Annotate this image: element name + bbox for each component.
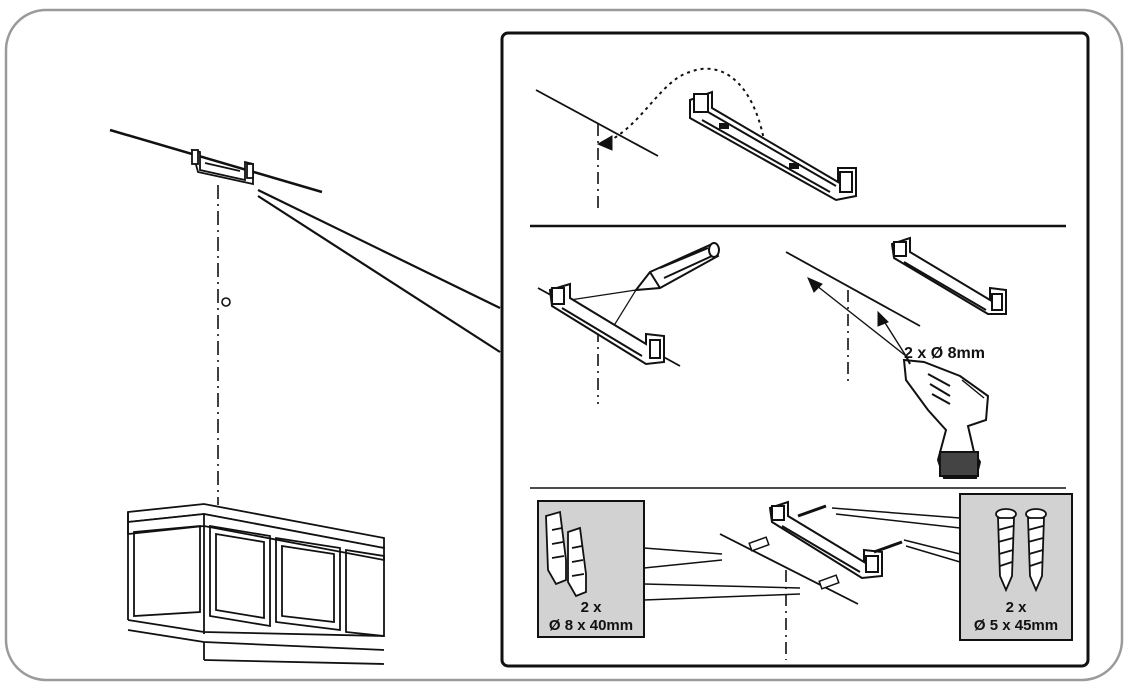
mounting-bracket-icon bbox=[548, 282, 665, 366]
zoom-line-bottom bbox=[257, 195, 501, 353]
power-drill-icon bbox=[902, 355, 990, 479]
screws-size-label: Ø 5 x 45mm bbox=[974, 617, 1058, 634]
mounting-bracket-icon bbox=[890, 236, 1007, 315]
screw-icon bbox=[995, 508, 1047, 593]
plugs-size-label: Ø 8 x 40mm bbox=[549, 617, 633, 634]
mounting-bracket-icon bbox=[768, 500, 883, 580]
cabinet-icon bbox=[127, 503, 385, 665]
step-2-mark-holes bbox=[537, 242, 720, 404]
zoom-line-top bbox=[257, 189, 501, 309]
pencil-icon bbox=[633, 242, 720, 292]
ceiling-line bbox=[109, 128, 323, 194]
mounting-bracket-icon bbox=[190, 148, 254, 186]
screws-count-label: 2 x bbox=[1006, 599, 1028, 616]
screw-icon bbox=[873, 540, 903, 554]
mounting-bracket-icon bbox=[689, 90, 857, 202]
screw-marker-icon bbox=[221, 297, 231, 307]
wall-plug-icon bbox=[748, 536, 770, 552]
ceiling-overview bbox=[109, 128, 501, 665]
plugs-count-label: 2 x bbox=[581, 599, 603, 616]
drill-size-label: 2 x Ø 8mm bbox=[904, 345, 985, 362]
screw-icon bbox=[797, 504, 827, 518]
step-2-drill-holes: 2 x Ø 8mm bbox=[785, 236, 1007, 479]
detail-panel bbox=[500, 31, 1090, 668]
wall-plug-icon bbox=[818, 574, 840, 590]
arrow-head bbox=[596, 135, 613, 151]
step-3-fix-bracket: 2 x Ø 8 x 40mm 2 x Ø 5 x 45mm bbox=[537, 493, 1073, 660]
screws-callout bbox=[959, 493, 1073, 641]
transfer-arrow bbox=[601, 67, 765, 145]
step-1-mark-position bbox=[535, 67, 857, 210]
wall-plug-icon bbox=[545, 510, 587, 598]
